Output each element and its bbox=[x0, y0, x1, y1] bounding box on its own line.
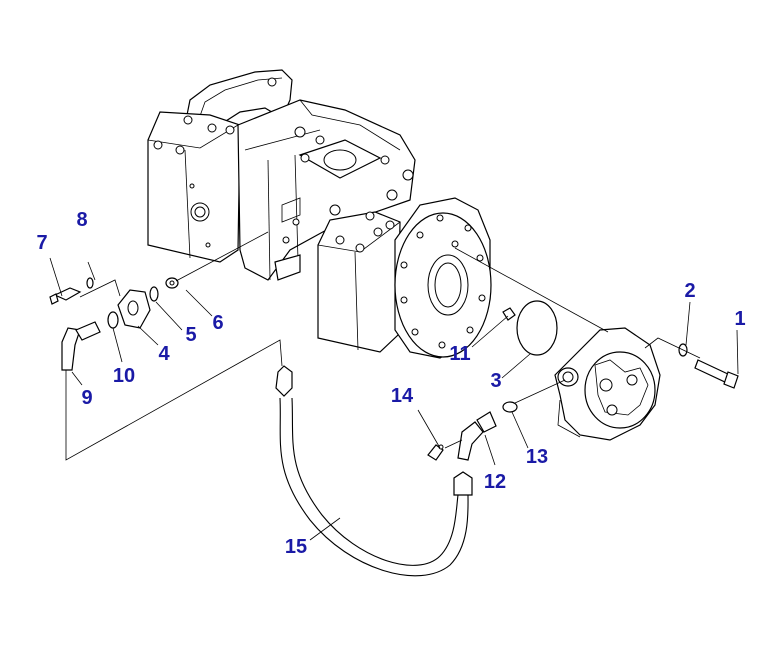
part-label-9: 9 bbox=[81, 387, 92, 409]
flange-4 bbox=[117, 289, 151, 329]
o-ring-13 bbox=[502, 401, 518, 413]
elbow-9 bbox=[61, 321, 101, 371]
part-label-3: 3 bbox=[490, 370, 501, 392]
o-ring-3 bbox=[516, 300, 558, 356]
part-label-6: 6 bbox=[212, 312, 223, 334]
elbow-12 bbox=[457, 411, 497, 461]
main-pump-assembly bbox=[147, 69, 492, 359]
part-label-2: 2 bbox=[684, 280, 695, 302]
part-label-11: 11 bbox=[449, 343, 470, 365]
part-labels: 1 2 3 4 5 6 7 8 9 10 11 12 13 14 15 bbox=[36, 209, 745, 558]
bolt-1 bbox=[694, 359, 739, 389]
bolt-7 bbox=[49, 287, 82, 305]
part-label-7: 7 bbox=[36, 232, 47, 254]
fitting-14 bbox=[427, 444, 444, 461]
part-label-5: 5 bbox=[185, 324, 196, 346]
part-label-4: 4 bbox=[158, 343, 170, 365]
part-label-1: 1 bbox=[734, 308, 745, 330]
washer-8 bbox=[86, 277, 94, 289]
part-label-10: 10 bbox=[113, 365, 135, 387]
part-label-12: 12 bbox=[484, 471, 506, 493]
o-ring-10 bbox=[107, 311, 119, 329]
hose-15 bbox=[275, 365, 473, 577]
o-ring-5 bbox=[149, 286, 159, 302]
leader-lines bbox=[49, 231, 739, 541]
gasket-6 bbox=[165, 277, 179, 289]
plug-11 bbox=[502, 307, 516, 321]
part-label-8: 8 bbox=[76, 209, 87, 231]
gear-pump-assembly bbox=[554, 327, 661, 441]
part-label-15: 15 bbox=[285, 536, 307, 558]
part-label-14: 14 bbox=[391, 385, 414, 407]
part-label-13: 13 bbox=[526, 446, 548, 468]
